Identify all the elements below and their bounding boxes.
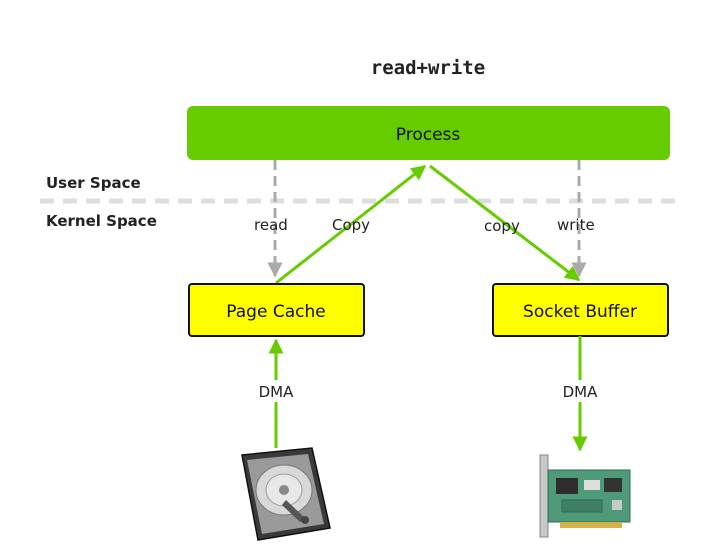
copy-up-label: Copy xyxy=(332,216,370,234)
dma-nic-label-bg xyxy=(558,380,602,402)
socket-buffer-node: Socket Buffer xyxy=(492,283,669,337)
process-label: Process xyxy=(396,125,461,145)
page-cache-node: Page Cache xyxy=(188,283,365,337)
copy-down-label: copy xyxy=(484,217,520,235)
socket-buffer-label: Socket Buffer xyxy=(523,302,637,322)
copy-up-arrow xyxy=(275,164,427,285)
copy-down-arrow xyxy=(429,164,581,282)
user-space-label: User Space xyxy=(46,174,141,192)
process-node: Process xyxy=(187,106,670,160)
dma-disk-label-bg xyxy=(254,380,298,402)
dma-disk-label: DMA xyxy=(259,383,294,401)
kernel-space-label: Kernel Space xyxy=(46,212,157,230)
read-label: read xyxy=(254,216,288,234)
network-card-icon xyxy=(539,454,631,538)
hard-disk-icon xyxy=(241,447,331,541)
page-cache-label: Page Cache xyxy=(226,302,325,322)
diagram-title: read+write xyxy=(371,57,485,79)
dma-nic-label: DMA xyxy=(563,383,598,401)
write-label: write xyxy=(557,216,595,234)
